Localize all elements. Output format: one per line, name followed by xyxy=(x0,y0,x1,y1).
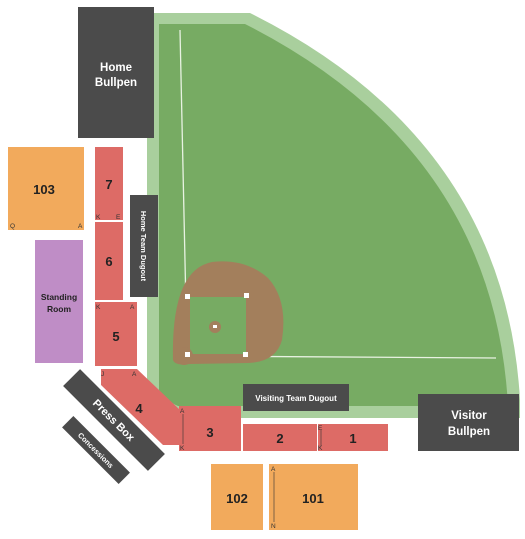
row-label: K xyxy=(180,445,185,452)
section-7-label: 7 xyxy=(105,177,112,192)
home-plate-circle xyxy=(175,347,193,365)
row-label: E xyxy=(318,425,323,432)
row-label: A xyxy=(271,466,276,473)
row-label: E xyxy=(116,214,121,221)
home-team-dugout: Home Team Dugout xyxy=(130,195,158,297)
concessions-label: Concessions xyxy=(76,431,115,470)
standing-room-label-1: Standing xyxy=(41,292,77,302)
row-label: K xyxy=(96,214,101,221)
row-label: A xyxy=(180,408,185,415)
section-102-label: 102 xyxy=(226,491,248,506)
playing-field xyxy=(147,13,520,418)
home-bullpen-label-1: Home xyxy=(100,62,132,74)
section-103-label: 103 xyxy=(33,182,55,197)
section-5-label: 5 xyxy=(112,329,119,344)
visiting-team-dugout: Visiting Team Dugout xyxy=(243,384,349,411)
row-label: A xyxy=(130,304,135,311)
section-101-label: 101 xyxy=(302,491,324,506)
row-label: K xyxy=(96,304,101,311)
visitor-bullpen-label: Bullpen xyxy=(448,426,490,438)
row-label: N xyxy=(271,523,276,530)
row-label: K xyxy=(318,445,323,452)
section-3[interactable]: 3 A K xyxy=(179,406,241,452)
third-base xyxy=(185,294,190,299)
first-base xyxy=(243,352,248,357)
row-label: A xyxy=(132,371,137,378)
section-1[interactable]: 1 E K xyxy=(318,424,388,452)
home-bullpen-label: Bullpen xyxy=(95,77,137,89)
section-102[interactable]: 102 xyxy=(211,464,263,530)
home-plate xyxy=(185,352,190,357)
home-bullpen: Home Bullpen xyxy=(78,7,154,138)
section-101[interactable]: 101 A N xyxy=(269,464,358,530)
visiting-team-dugout-label: Visiting Team Dugout xyxy=(255,394,337,403)
section-6-label: 6 xyxy=(105,254,112,269)
standing-room-label: Room xyxy=(47,304,72,314)
visitor-bullpen-label-1: Visitor xyxy=(451,410,487,422)
section-4-label: 4 xyxy=(135,401,143,416)
section-5[interactable]: 5 K A xyxy=(95,302,137,366)
section-2-label: 2 xyxy=(276,431,283,446)
row-label: J xyxy=(101,371,104,378)
section-1-label: 1 xyxy=(349,431,356,446)
home-team-dugout-label: Home Team Dugout xyxy=(139,211,148,282)
section-2[interactable]: 2 xyxy=(243,424,317,451)
section-4[interactable]: 4 J A xyxy=(101,369,180,445)
section-6[interactable]: 6 xyxy=(95,222,123,300)
visitor-bullpen: Visitor Bullpen xyxy=(418,394,519,451)
section-7[interactable]: 7 K E xyxy=(95,147,123,221)
pitchers-rubber xyxy=(213,325,217,328)
section-3-label: 3 xyxy=(206,425,213,440)
row-label: A xyxy=(78,223,83,230)
second-base xyxy=(244,293,249,298)
row-label: Q xyxy=(10,223,15,230)
section-103[interactable]: 103 Q A xyxy=(8,147,84,230)
standing-room[interactable]: Standing Room xyxy=(35,240,83,363)
